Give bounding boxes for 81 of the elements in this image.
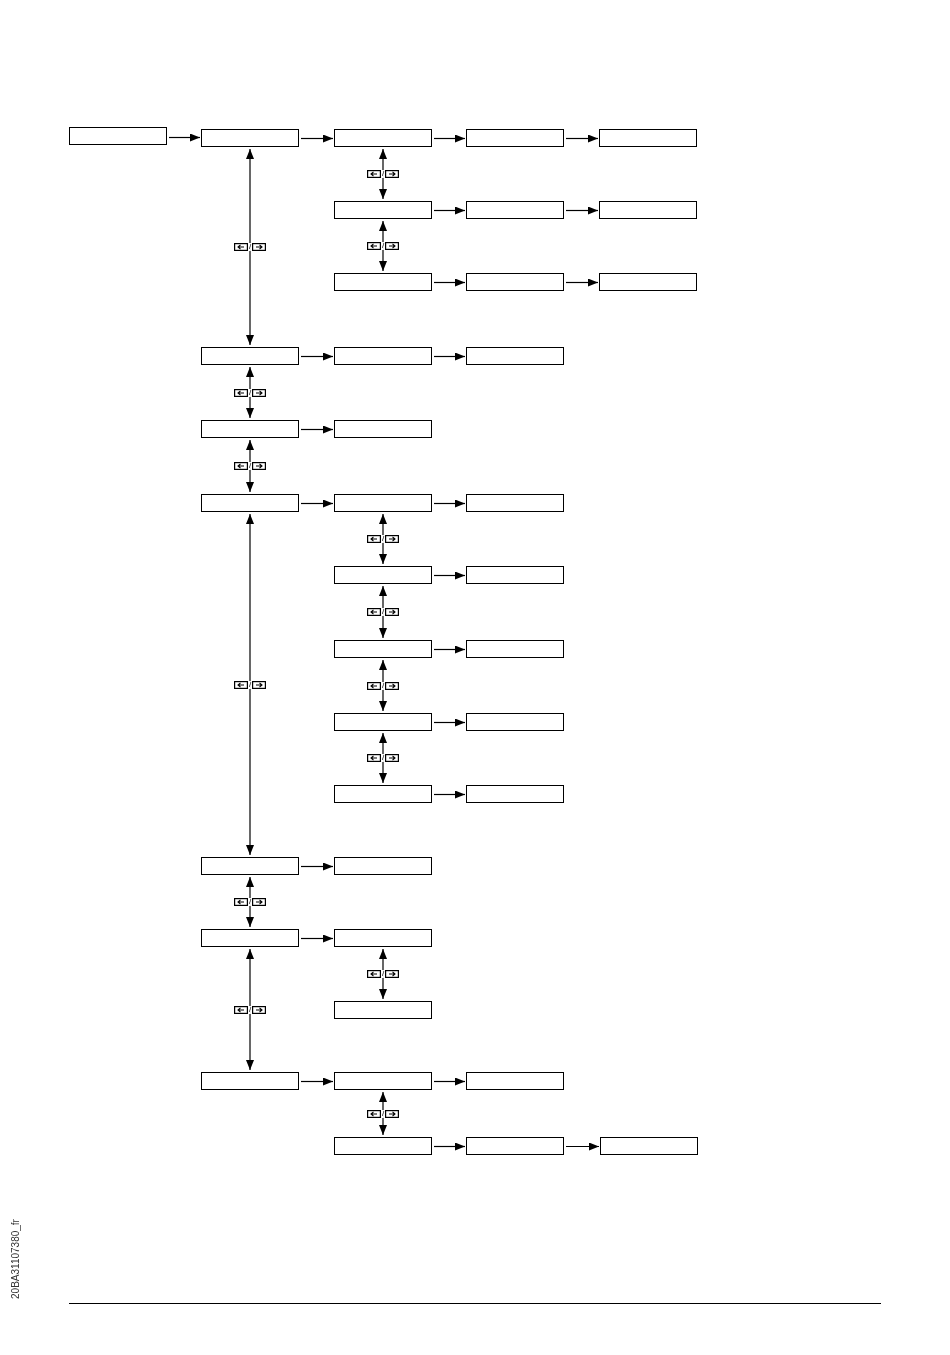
empty-box <box>599 129 697 147</box>
empty-box <box>334 1072 432 1090</box>
empty-box <box>201 929 299 947</box>
arrow <box>433 571 466 580</box>
empty-box <box>466 713 564 731</box>
empty-box <box>201 129 299 147</box>
edge-label: / <box>248 388 252 397</box>
empty-box <box>334 201 432 219</box>
empty-box <box>466 1072 564 1090</box>
empty-box <box>466 566 564 584</box>
empty-box <box>334 857 432 875</box>
edge-label: / <box>381 681 385 690</box>
arrow <box>433 352 466 361</box>
arrow <box>433 134 466 143</box>
edge-label: / <box>381 242 385 250</box>
arrow <box>565 134 599 143</box>
empty-box <box>466 785 564 803</box>
empty-box <box>334 1137 432 1155</box>
edge-label: / <box>381 970 385 978</box>
double-arrow <box>246 439 254 493</box>
edge-label: / <box>248 1005 252 1014</box>
edge-label: / <box>381 1109 385 1118</box>
empty-box <box>600 1137 698 1155</box>
arrow <box>433 790 466 799</box>
empty-box <box>599 273 697 291</box>
edge-label: / <box>381 170 385 178</box>
arrow <box>565 278 599 287</box>
arrow <box>300 425 334 434</box>
empty-box <box>201 1072 299 1090</box>
empty-box <box>466 640 564 658</box>
arrow <box>300 862 334 871</box>
empty-box <box>334 785 432 803</box>
arrow <box>433 499 466 508</box>
empty-box <box>334 1001 432 1019</box>
empty-box <box>334 713 432 731</box>
empty-box <box>466 347 564 365</box>
empty-box <box>334 640 432 658</box>
arrow <box>300 499 334 508</box>
arrow <box>565 206 599 215</box>
double-arrow <box>246 513 254 856</box>
empty-box <box>334 566 432 584</box>
double-arrow <box>246 948 254 1071</box>
empty-box <box>201 857 299 875</box>
arrow <box>168 133 201 142</box>
edge-label: / <box>248 462 252 470</box>
edge-label: / <box>381 535 385 543</box>
empty-box <box>334 494 432 512</box>
empty-box <box>201 420 299 438</box>
edge-label: / <box>248 680 252 689</box>
edge-label: / <box>381 608 385 616</box>
empty-box <box>334 929 432 947</box>
empty-box <box>466 129 564 147</box>
arrow <box>300 1077 334 1086</box>
empty-box <box>334 420 432 438</box>
double-arrow <box>379 585 387 639</box>
empty-box <box>201 347 299 365</box>
arrow <box>300 134 334 143</box>
empty-box <box>334 273 432 291</box>
arrow <box>433 278 466 287</box>
empty-box <box>334 129 432 147</box>
arrow <box>300 352 334 361</box>
edge-label: / <box>248 898 252 906</box>
empty-box <box>466 273 564 291</box>
arrow <box>433 645 466 654</box>
empty-box <box>599 201 697 219</box>
empty-box <box>201 494 299 512</box>
edge-label: / <box>248 243 252 251</box>
double-arrow <box>246 148 254 346</box>
empty-box <box>466 201 564 219</box>
document-code: 20BA31107380_fr <box>9 1219 21 1299</box>
arrow <box>433 206 466 215</box>
arrow <box>300 934 334 943</box>
edge-label: / <box>381 754 385 762</box>
arrow <box>433 1077 466 1086</box>
arrow <box>433 1142 466 1151</box>
empty-box <box>466 1137 564 1155</box>
arrow <box>565 1142 600 1151</box>
empty-box <box>334 347 432 365</box>
empty-box <box>466 494 564 512</box>
empty-box <box>69 127 167 145</box>
arrow <box>433 718 466 727</box>
